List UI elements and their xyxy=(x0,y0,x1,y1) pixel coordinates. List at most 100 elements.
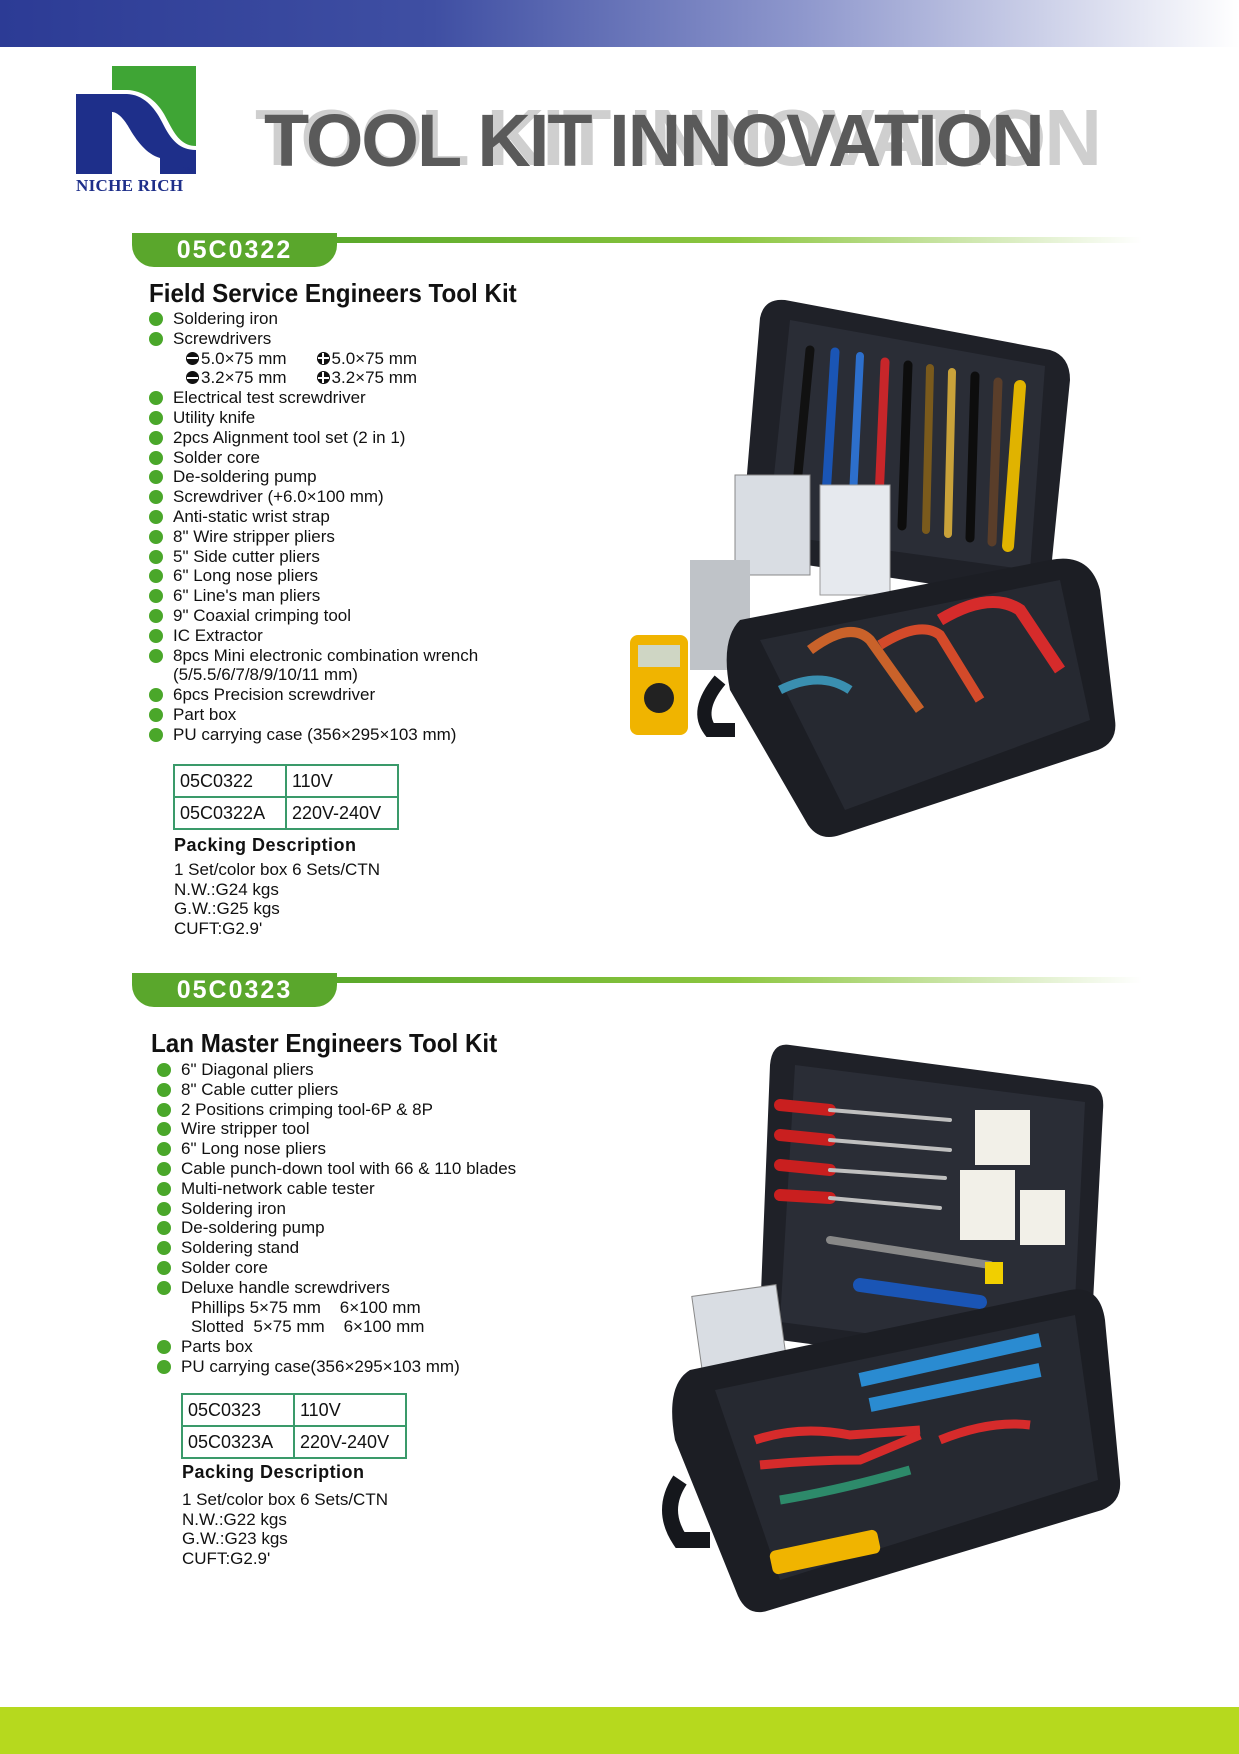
slotted-screw-icon xyxy=(186,371,199,385)
bullet-icon xyxy=(149,312,163,326)
bullet-icon xyxy=(157,1063,171,1077)
kit-title: Field Service Engineers Tool Kit xyxy=(149,278,517,308)
list-item: 2pcs Alignment tool set (2 in 1) xyxy=(149,428,478,448)
packing-line: CUFT:G2.9' xyxy=(182,1548,271,1568)
bullet-icon xyxy=(149,727,163,742)
bullet-icon xyxy=(157,1181,171,1196)
list-item: 8" Cable cutter pliers xyxy=(157,1080,516,1100)
packing-line: G.W.:G23 kgs xyxy=(182,1529,288,1548)
bullet-icon xyxy=(149,569,163,584)
bullet-icon xyxy=(149,549,163,564)
field-service-tool-kit-photo xyxy=(630,299,1116,838)
bullet-icon xyxy=(149,450,163,465)
slotted-screw-icon xyxy=(186,351,199,365)
list-item: Screwdrivers xyxy=(149,329,478,349)
packing-line: N.W.:G24 kgs xyxy=(174,879,279,899)
list-item: PU carrying case(356×295×103 mm) xyxy=(157,1357,516,1377)
list-item-continuation: (5/5.5/6/7/8/9/10/11 mm) xyxy=(173,665,358,685)
bullet-icon xyxy=(149,529,163,544)
list-item: De-soldering pump xyxy=(157,1218,516,1238)
list-item: Anti-static wrist strap xyxy=(149,507,478,527)
kit-code: 05C0322 xyxy=(132,233,337,267)
list-item: Deluxe handle screwdrivers xyxy=(157,1278,516,1298)
list-item: Soldering iron xyxy=(157,1199,516,1219)
banner-line xyxy=(322,237,1142,243)
bullet-icon xyxy=(157,1082,171,1097)
table-row: 05C0322 110V xyxy=(173,764,399,798)
bullet-icon xyxy=(157,1142,171,1157)
packing-line: 1 Set/color box 6 Sets/CTN xyxy=(182,1490,388,1509)
bullet-icon xyxy=(157,1241,171,1256)
list-item: 6" Long nose pliers xyxy=(149,566,478,586)
lan-master-tool-kit-photo xyxy=(662,1044,1121,1613)
phillips-screw-icon xyxy=(316,371,330,385)
list-item: Electrical test screwdriver xyxy=(149,388,478,408)
list-item: 6" Long nose pliers xyxy=(157,1139,516,1159)
list-item: Part box xyxy=(149,705,478,725)
page-title-text: TOOL KIT INNOVATION xyxy=(264,99,1045,182)
bullet-icon xyxy=(149,688,163,703)
kit-code-banner: 05C0322 xyxy=(132,233,1142,269)
bullet-icon xyxy=(149,410,163,425)
kit-code: 05C0323 xyxy=(132,973,337,1007)
niche-rich-logo: TM NICHE RICH xyxy=(76,66,206,201)
bullet-icon xyxy=(149,509,163,524)
bullet-icon xyxy=(149,707,163,722)
bullet-icon xyxy=(149,470,163,485)
bullet-icon xyxy=(149,430,163,445)
bullet-icon xyxy=(149,589,163,604)
list-item: 8" Wire stripper pliers xyxy=(149,527,478,547)
list-item: Utility knife xyxy=(149,408,478,428)
list-item: 9" Coaxial crimping tool xyxy=(149,606,478,626)
model-code: 05C0323A xyxy=(181,1425,295,1459)
table-row: 05C0323 110V xyxy=(181,1393,407,1427)
trademark-mark: TM xyxy=(183,167,194,174)
model-code: 05C0322A xyxy=(173,796,287,830)
list-item: Solder core xyxy=(149,448,478,468)
bullet-icon xyxy=(157,1260,171,1275)
bullet-icon xyxy=(157,1122,171,1137)
list-item: 6" Diagonal pliers xyxy=(157,1060,516,1080)
bullet-icon xyxy=(157,1359,171,1374)
bullet-icon xyxy=(149,391,163,406)
model-voltage: 110V xyxy=(293,1393,407,1427)
list-item: De-soldering pump xyxy=(149,467,478,487)
bullet-icon xyxy=(157,1221,171,1236)
list-item: Parts box xyxy=(157,1337,516,1357)
bullet-icon xyxy=(149,628,163,643)
list-item: Soldering stand xyxy=(157,1238,516,1258)
list-item: Multi-network cable tester xyxy=(157,1179,516,1199)
packing-line: N.W.:G22 kgs xyxy=(182,1509,287,1529)
bullet-icon xyxy=(157,1201,171,1216)
list-item: IC Extractor xyxy=(149,626,478,646)
kit-item-list: 6" Diagonal pliers 8" Cable cutter plier… xyxy=(157,1060,516,1377)
bullet-icon xyxy=(157,1102,171,1117)
packing-line: CUFT:G2.9' xyxy=(174,918,263,938)
model-table: 05C0322 110V 05C0322A 220V-240V xyxy=(173,764,399,830)
model-voltage: 220V-240V xyxy=(285,796,399,830)
bullet-icon xyxy=(149,608,163,623)
list-item: Screwdriver (+6.0×100 mm) xyxy=(149,487,478,507)
bullet-icon xyxy=(157,1161,171,1176)
list-item: Cable punch-down tool with 66 & 110 blad… xyxy=(157,1159,516,1179)
table-row: 05C0322A 220V-240V xyxy=(173,796,399,830)
model-voltage: 220V-240V xyxy=(293,1425,407,1459)
packing-heading: Packing Description xyxy=(174,835,357,855)
phillips-screw-icon xyxy=(316,351,330,365)
list-item: Wire stripper tool xyxy=(157,1119,516,1139)
packing-line: G.W.:G25 kgs xyxy=(174,899,280,918)
list-item: 2 Positions crimping tool-6P & 8P xyxy=(157,1100,516,1120)
list-item: PU carrying case (356×295×103 mm) xyxy=(149,725,478,745)
model-code: 05C0322 xyxy=(173,764,287,798)
bottom-green-bar xyxy=(0,1707,1239,1754)
bullet-icon xyxy=(157,1280,171,1295)
packing-line: 1 Set/color box 6 Sets/CTN xyxy=(174,860,380,879)
screwdriver-size-row: Phillips 5×75 mm 6×100 mm xyxy=(191,1297,421,1317)
model-table: 05C0323 110V 05C0323A 220V-240V xyxy=(181,1393,407,1459)
banner-line xyxy=(322,977,1142,983)
top-gradient-bar xyxy=(0,0,1239,47)
packing-details: 1 Set/color box 6 Sets/CTN N.W.:G22 kgs … xyxy=(182,1490,388,1568)
bullet-icon xyxy=(149,331,163,346)
bullet-icon xyxy=(157,1340,171,1355)
